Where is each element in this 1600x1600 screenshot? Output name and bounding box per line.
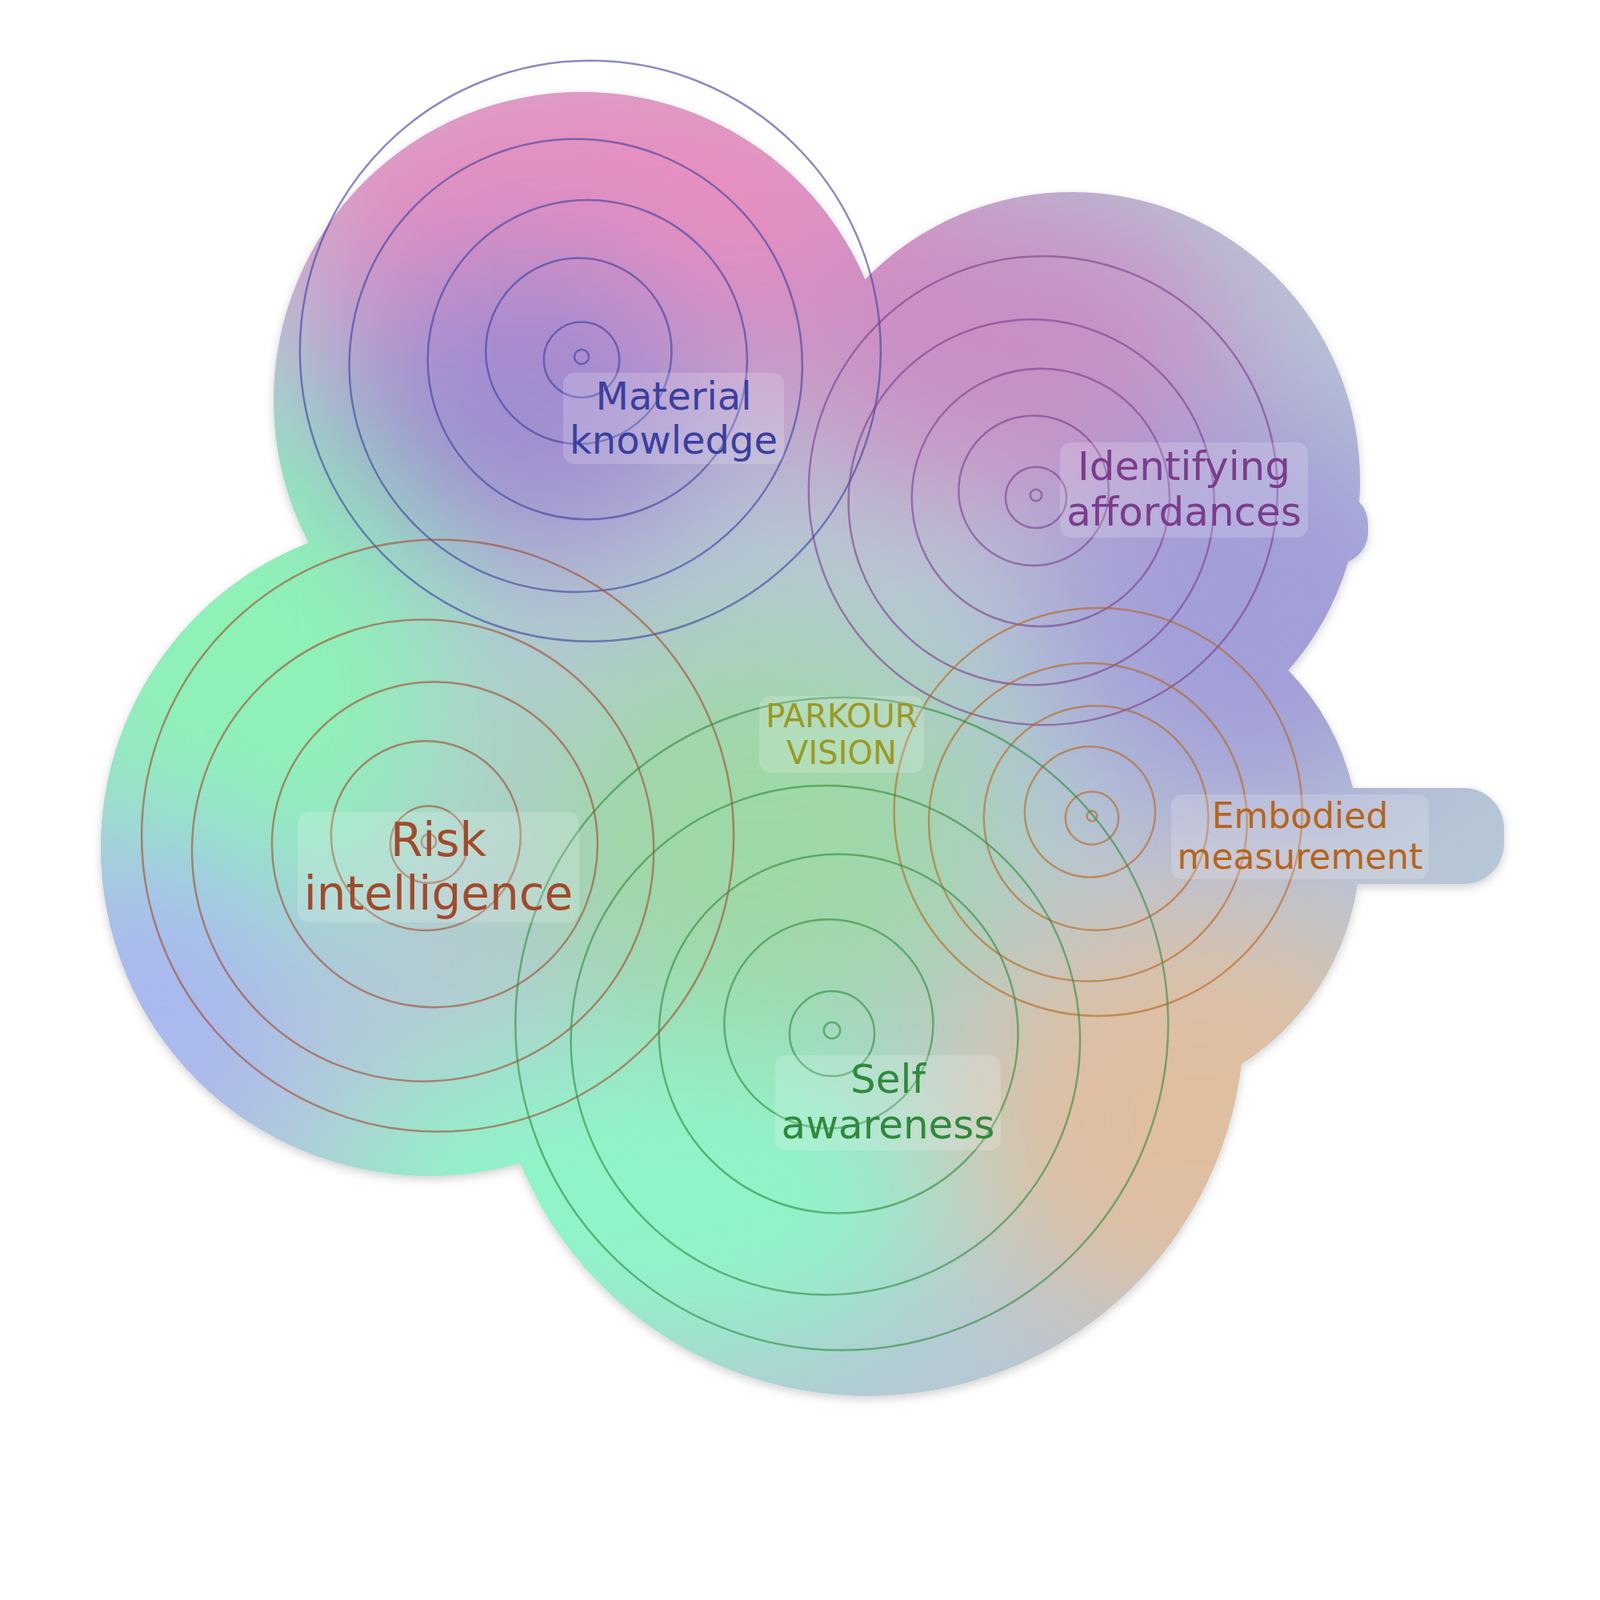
ring (1005, 467, 1067, 528)
ring (192, 620, 654, 1082)
ring (300, 60, 881, 642)
ring (824, 1022, 840, 1039)
ring-outline (505, 704, 1159, 1357)
ring (574, 349, 589, 364)
ring (272, 681, 598, 1008)
concentric-circle: Identifying affordances (801, 260, 1271, 730)
ring (571, 785, 1080, 1295)
ring (349, 139, 803, 592)
ring (1065, 791, 1119, 844)
circle-label: Self awareness (775, 1055, 1002, 1151)
ring (428, 200, 748, 520)
ring (141, 540, 734, 1132)
circle-label: Risk intelligence (297, 812, 580, 922)
ring (1030, 489, 1043, 502)
circle-label: Material knowledge (563, 372, 784, 464)
circle-label: Embodied measurement (1171, 794, 1430, 879)
ring (659, 854, 1019, 1214)
ring-outline (291, 66, 872, 648)
circle-label: Identifying affordances (1060, 442, 1308, 538)
concentric-circle: Self awareness (505, 704, 1159, 1357)
concentric-circle: Embodied measurement (888, 612, 1296, 1020)
ring (515, 697, 1168, 1351)
center-label: PARKOUR VISION (759, 696, 924, 773)
concentric-circle: Risk intelligence (132, 545, 725, 1138)
concentric-circle: Material knowledge (291, 66, 872, 648)
